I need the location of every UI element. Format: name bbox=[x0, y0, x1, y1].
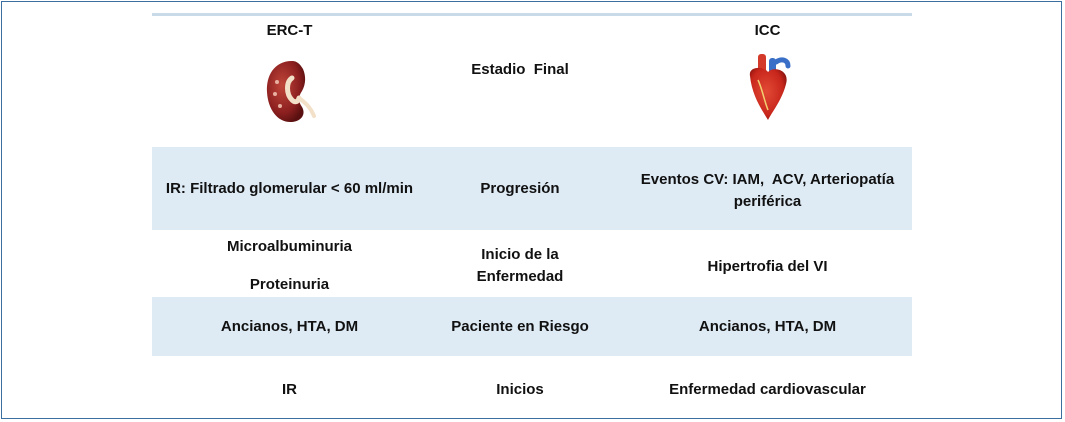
row3-left-text: Ancianos, HTA, DM bbox=[220, 318, 359, 335]
right-column-title: ICC bbox=[754, 22, 781, 39]
row4-left-text: IR bbox=[282, 381, 297, 398]
row1-left-text: IR: Filtrado glomerular < 60 ml/min bbox=[165, 180, 414, 197]
row3-mid-text: Paciente en Riesgo bbox=[451, 318, 589, 335]
row4-mid-text: Inicios bbox=[496, 381, 544, 398]
row2-mid-line2: Enfermedad bbox=[476, 268, 564, 285]
row3-right-text: Ancianos, HTA, DM bbox=[698, 318, 837, 335]
row2-left-line2: Proteinuria bbox=[249, 276, 330, 293]
row-band-progression bbox=[152, 147, 912, 230]
row1-mid-text: Progresión bbox=[480, 180, 560, 197]
row-band-risk bbox=[152, 297, 912, 356]
row1-right-line2: periférica bbox=[733, 193, 802, 210]
row2-right-text: Hipertrofia del VI bbox=[707, 258, 828, 275]
stage-final-label: Estadio Final bbox=[471, 61, 569, 78]
row2-left-line1: Microalbuminuria bbox=[226, 238, 353, 255]
row4-right-text: Enfermedad cardiovascular bbox=[669, 381, 866, 398]
kidney-icon bbox=[262, 58, 324, 131]
row2-mid-line1: Inicio de la bbox=[481, 246, 559, 263]
row1-right-line1: Eventos CV: IAM, ACV, Arteriopatía bbox=[640, 171, 895, 188]
heart-icon bbox=[742, 52, 794, 129]
left-column-title: ERC-T bbox=[266, 22, 313, 39]
header-rule bbox=[152, 13, 912, 16]
